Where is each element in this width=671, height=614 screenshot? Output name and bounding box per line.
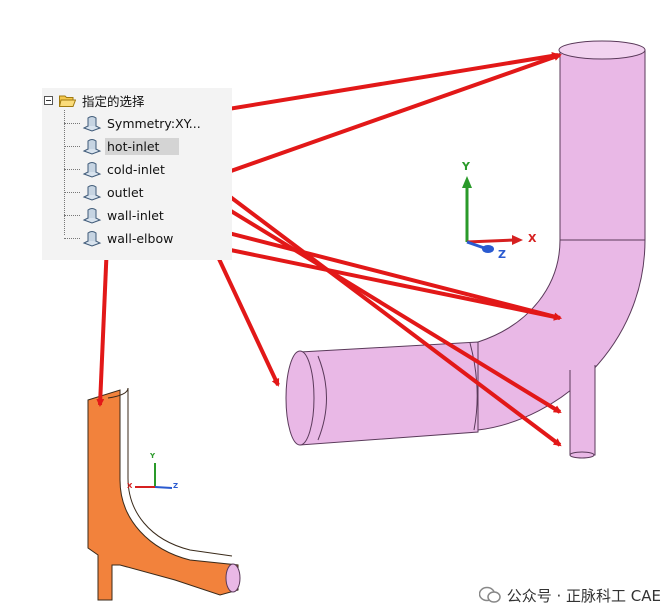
arrow-wall-inlet (169, 216, 562, 321)
axis-y-label: Y (462, 160, 470, 173)
boundary-icon (82, 114, 102, 132)
boundary-icon (82, 183, 102, 201)
axis-small-y-label: Y (150, 452, 156, 460)
tree-item-hot-inlet[interactable]: hot-inlet (64, 136, 180, 156)
tree-item-wall-inlet[interactable]: wall-inlet (64, 205, 167, 225)
tree-root-node[interactable]: 指定的选择 (44, 90, 145, 110)
tree-item-label: Symmetry:XY... (107, 115, 201, 131)
tree-connector (64, 110, 65, 235)
tree-item-label: cold-inlet (107, 161, 165, 177)
tree-item-wall-elbow[interactable]: wall-elbow (64, 228, 176, 248)
tree-item-label: wall-inlet (107, 207, 164, 223)
arrow-cold-inlet (170, 173, 562, 414)
tree-item-label: wall-elbow (107, 230, 174, 246)
watermark: 公众号 · 正脉科工 CAE (478, 584, 661, 606)
axis-triad-large (462, 176, 523, 253)
axis-small-x-label: X (127, 482, 133, 490)
axis-triad-small (135, 463, 173, 489)
tree-item-outlet[interactable]: outlet (64, 182, 147, 202)
selection-tree: 指定的选择 Symmetry:XY... hot-inlet cold-inle… (42, 88, 232, 260)
boundary-icon (82, 206, 102, 224)
watermark-text: 公众号 · 正脉科工 CAE (506, 586, 661, 605)
axis-small-z-label: Z (173, 482, 179, 490)
wechat-logo-icon (478, 586, 501, 604)
axis-x-label: X (528, 232, 537, 245)
folder-open-icon (58, 94, 77, 107)
boundary-icon (82, 137, 102, 155)
arrow-hot-inlet-2 (166, 148, 562, 447)
arrow-wall-elbow (181, 238, 562, 321)
elbow-pipe-model (285, 40, 646, 459)
symmetry-plane-model (87, 387, 241, 601)
tree-item-symmetry[interactable]: Symmetry:XY... (64, 113, 204, 133)
tree-item-label: hot-inlet (105, 137, 180, 155)
collapse-toggle[interactable] (44, 95, 53, 105)
tree-item-cold-inlet[interactable]: cold-inlet (64, 159, 168, 179)
boundary-icon (82, 229, 102, 247)
axis-z-label: Z (498, 248, 506, 261)
tree-root-label: 指定的选择 (82, 93, 145, 109)
boundary-icon (82, 160, 102, 178)
tree-item-label: outlet (107, 184, 144, 200)
